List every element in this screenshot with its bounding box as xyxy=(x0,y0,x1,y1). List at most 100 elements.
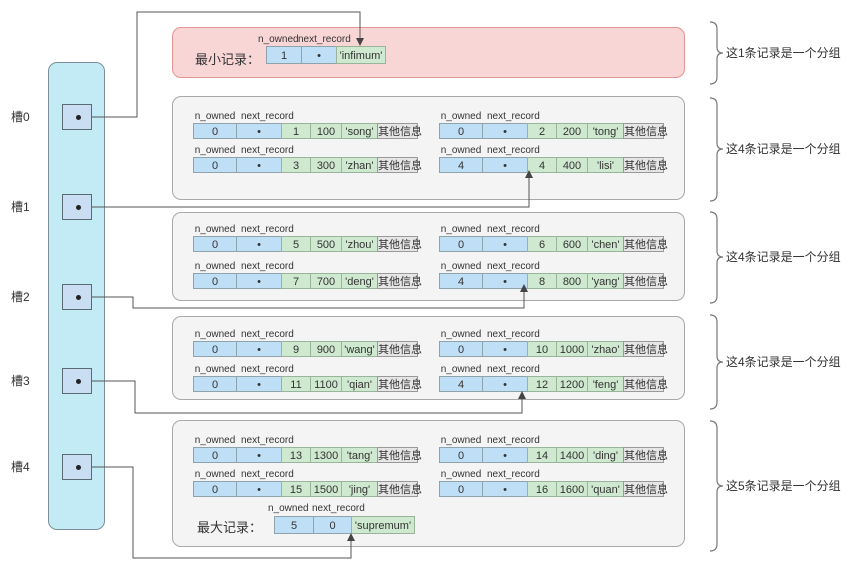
name-cell: 'quan' xyxy=(587,481,624,497)
slot-label-0: 槽0 xyxy=(11,110,30,124)
id-cell: 9 xyxy=(281,341,311,357)
group-box-infimum: 最小记录： n_owned next_record 1 • 'infimum' xyxy=(172,27,685,78)
n-owned-cell: 0 xyxy=(439,481,483,497)
n-owned-cell: 0 xyxy=(439,123,483,139)
next-record-cell: • xyxy=(482,376,528,392)
next-record-label: next_record xyxy=(241,145,294,156)
group-label-0: 这1条记录是一个分组 xyxy=(726,46,841,60)
value-cell: 1400 xyxy=(556,447,588,463)
n-owned-label: n_owned xyxy=(194,469,236,480)
n-owned-label: n_owned xyxy=(194,145,236,156)
id-cell: 15 xyxy=(281,481,311,497)
next-record-label: next_record xyxy=(241,469,294,480)
extra-cell: 其他信息 xyxy=(377,236,422,252)
name-cell: 'jing' xyxy=(341,481,378,497)
next-record-cell: • xyxy=(236,376,282,392)
slot-1 xyxy=(62,194,92,220)
group-label-2: 这4条记录是一个分组 xyxy=(726,250,841,264)
n-owned-label: n_owned xyxy=(194,329,236,340)
pointer-dot xyxy=(76,115,81,120)
pointer-dot xyxy=(76,205,81,210)
slot-2 xyxy=(62,284,92,310)
next-record-label: next_record xyxy=(241,224,294,235)
next-record-label: next_record xyxy=(312,503,365,514)
n-owned-cell: 5 xyxy=(274,516,314,534)
id-cell: 8 xyxy=(527,273,557,289)
record-row: 0 • 11 1100 'qian' 其他信息 xyxy=(193,376,422,392)
next-record-cell: • xyxy=(482,123,528,139)
group-brace xyxy=(709,420,724,552)
value-cell: 600 xyxy=(556,236,588,252)
name-cell: 'wang' xyxy=(341,341,378,357)
next-record-cell: • xyxy=(482,341,528,357)
n-owned-cell: 0 xyxy=(193,236,237,252)
extra-cell: 其他信息 xyxy=(623,273,668,289)
extra-cell: 其他信息 xyxy=(377,341,422,357)
extra-cell: 其他信息 xyxy=(377,123,422,139)
value-cell: 1600 xyxy=(556,481,588,497)
name-cell: 'deng' xyxy=(341,273,378,289)
record-row: 0 • 9 900 'wang' 其他信息 xyxy=(193,341,422,357)
record-field-labels: n_owned next_record xyxy=(258,33,351,46)
next-record-cell: • xyxy=(236,236,282,252)
id-cell: 2 xyxy=(527,123,557,139)
extra-cell: 其他信息 xyxy=(623,236,668,252)
extra-cell: 其他信息 xyxy=(623,447,668,463)
record-row: 0 • 7 700 'deng' 其他信息 xyxy=(193,273,422,289)
name-cell: 'chen' xyxy=(587,236,624,252)
name-cell: 'zhao' xyxy=(587,341,624,357)
next-record-cell: • xyxy=(482,157,528,173)
n-owned-cell: 0 xyxy=(439,236,483,252)
n-owned-cell: 0 xyxy=(193,341,237,357)
n-owned-label: n_owned xyxy=(258,34,299,45)
extra-cell: 其他信息 xyxy=(377,481,422,497)
next-record-cell: • xyxy=(236,481,282,497)
name-cell: 'qian' xyxy=(341,376,378,392)
n-owned-label: n_owned xyxy=(440,261,482,272)
n-owned-cell: 0 xyxy=(193,157,237,173)
n-owned-cell: 4 xyxy=(439,376,483,392)
value-cell: 500 xyxy=(310,236,342,252)
id-cell: 4 xyxy=(527,157,557,173)
next-record-cell: • xyxy=(482,447,528,463)
extra-cell: 其他信息 xyxy=(623,481,668,497)
record-row: 0 • 6 600 'chen' 其他信息 xyxy=(439,236,668,252)
value-cell: 300 xyxy=(310,157,342,173)
next-record-cell: • xyxy=(482,273,528,289)
slot-label-4: 槽4 xyxy=(11,460,30,474)
group-label-1: 这4条记录是一个分组 xyxy=(726,142,841,156)
next-record-cell: • xyxy=(482,236,528,252)
pointer-dot xyxy=(76,295,81,300)
record-row: 0 • 5 500 'zhou' 其他信息 xyxy=(193,236,422,252)
extra-cell: 其他信息 xyxy=(623,341,668,357)
extra-cell: 其他信息 xyxy=(377,447,422,463)
n-owned-label: n_owned xyxy=(194,364,236,375)
value-cell: 800 xyxy=(556,273,588,289)
slot-label-2: 槽2 xyxy=(11,290,30,304)
next-record-label: next_record xyxy=(241,435,294,446)
record-row: 0 • 13 1300 'tang' 其他信息 xyxy=(193,447,422,463)
id-cell: 3 xyxy=(281,157,311,173)
group-brace xyxy=(709,97,724,202)
next-record-cell: • xyxy=(301,46,337,64)
max-record-caption: 最大记录： xyxy=(197,520,263,535)
id-cell: 1 xyxy=(281,123,311,139)
extra-cell: 其他信息 xyxy=(377,157,422,173)
n-owned-cell: 0 xyxy=(193,447,237,463)
value-cell: 700 xyxy=(310,273,342,289)
group-brace xyxy=(709,211,724,304)
value-cell: 1100 xyxy=(310,376,342,392)
record-row: 0 • 2 200 'tong' 其他信息 xyxy=(439,123,668,139)
name-cell: 'zhou' xyxy=(341,236,378,252)
slot-4 xyxy=(62,454,92,480)
n-owned-cell: 0 xyxy=(439,341,483,357)
